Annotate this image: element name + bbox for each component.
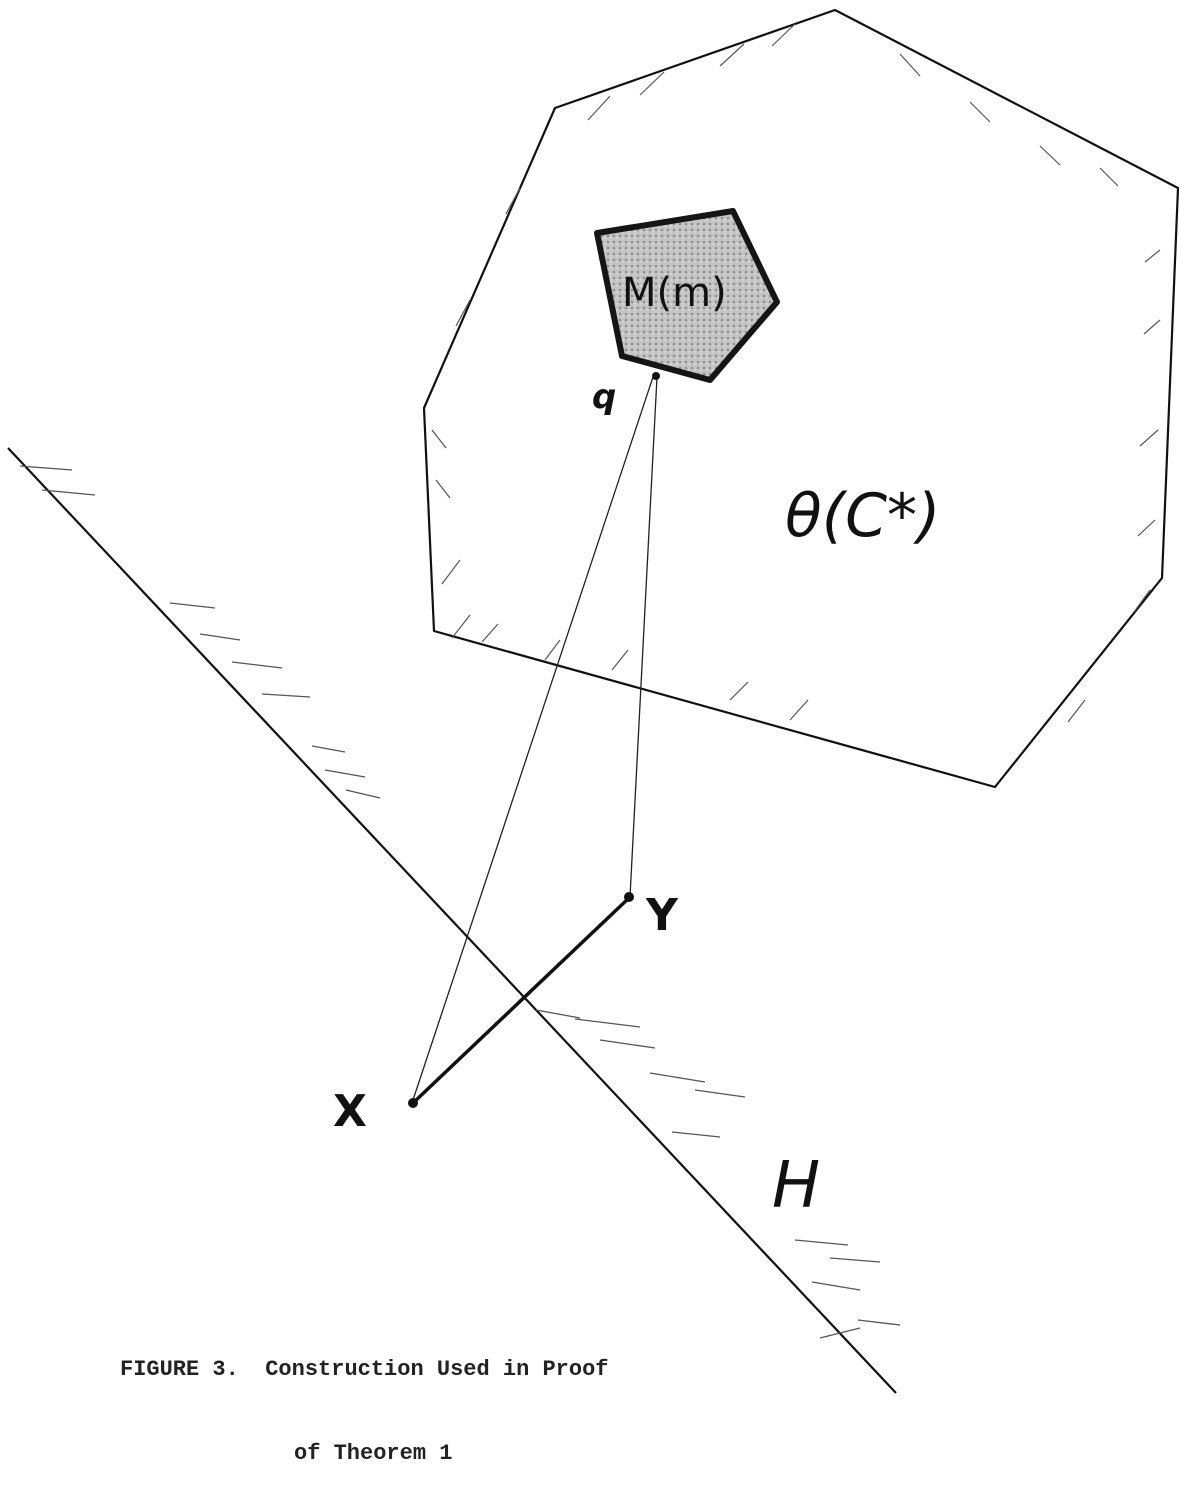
region-theta-c-star-hatching <box>431 23 1161 723</box>
point-x-dot <box>408 1098 418 1108</box>
line-h-hatching <box>19 465 901 1339</box>
label-theta-c-star: θ(C*) <box>785 481 940 551</box>
caption-title-1: Construction Used in Proof <box>265 1357 609 1382</box>
caption-line-2: of Theorem 1 <box>294 1441 453 1466</box>
label-q: q <box>592 377 616 417</box>
label-y: Y <box>645 890 679 941</box>
segment-x-y <box>411 895 632 1105</box>
line-q-to-y <box>629 376 658 898</box>
line-q-to-x <box>411 376 654 1104</box>
region-m-of-m <box>594 208 780 383</box>
caption-number: FIGURE 3. <box>120 1357 239 1382</box>
point-q-dot <box>652 372 660 380</box>
label-m-of-m: M(m) <box>622 270 727 316</box>
point-y-dot <box>624 892 634 902</box>
label-x: X <box>333 1086 367 1137</box>
construction-diagram: M(m) θ(C*) q X Y H <box>7 8 1180 1394</box>
line-h <box>7 447 897 1394</box>
figure-caption: FIGURE 3. Construction Used in Proof of … <box>120 1300 609 1496</box>
caption-line-1: FIGURE 3. Construction Used in Proof <box>120 1356 609 1384</box>
region-theta-c-star <box>422 8 1180 789</box>
label-h: H <box>772 1149 820 1223</box>
